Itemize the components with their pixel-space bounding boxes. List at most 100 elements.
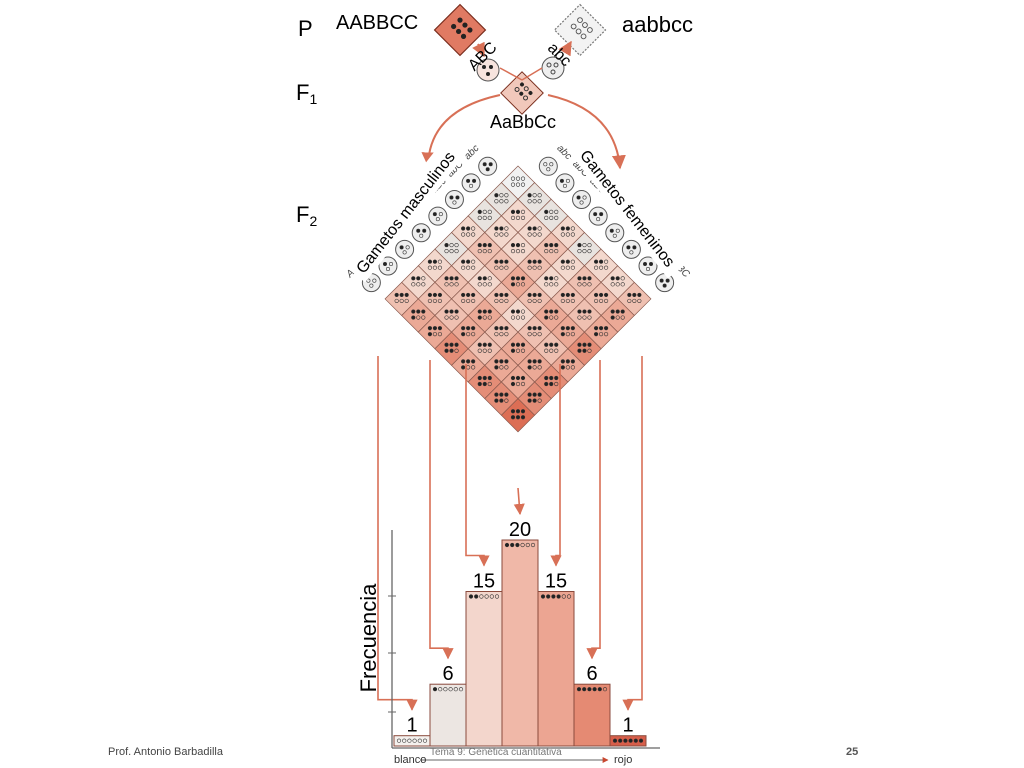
dominant-allele-dot bbox=[494, 259, 499, 264]
recessive-allele-dot bbox=[515, 176, 521, 181]
recessive-allele-dot bbox=[461, 232, 466, 237]
recessive-allele-dot bbox=[582, 315, 587, 320]
recessive-allele-dot bbox=[515, 282, 521, 287]
dominant-allele-dot bbox=[577, 348, 582, 353]
recessive-allele-dot bbox=[544, 282, 549, 287]
bar-value-label: 1 bbox=[406, 715, 417, 737]
recessive-allele-dot bbox=[454, 248, 459, 254]
recessive-allele-dot bbox=[504, 232, 509, 237]
recessive-allele-dot bbox=[570, 265, 575, 270]
dominant-allele-dot bbox=[520, 409, 526, 414]
recessive-allele-dot bbox=[537, 199, 542, 204]
dominant-allele-dot bbox=[527, 365, 532, 370]
dominant-allele-dot bbox=[466, 326, 471, 331]
dominant-allele-dot bbox=[537, 292, 542, 298]
recessive-allele-dot bbox=[449, 242, 454, 248]
recessive-allele-dot bbox=[587, 348, 592, 353]
recessive-allele-dot bbox=[554, 209, 559, 214]
recessive-allele-dot bbox=[527, 298, 532, 304]
recessive-allele-dot bbox=[565, 332, 570, 337]
bar-value-label: 15 bbox=[473, 571, 495, 593]
dominant-allele-dot bbox=[499, 326, 504, 331]
drop-arrow bbox=[586, 360, 601, 660]
dominant-allele-dot bbox=[544, 276, 549, 281]
dominant-allele-dot bbox=[544, 375, 549, 381]
dominant-allele-dot bbox=[515, 342, 521, 347]
dominant-allele-dot bbox=[461, 359, 466, 364]
dominant-allele-dot bbox=[532, 226, 537, 231]
recessive-allele-dot bbox=[504, 226, 509, 231]
recessive-allele-dot bbox=[471, 265, 476, 270]
dominant-allele-dot bbox=[444, 348, 449, 353]
dominant-allele-dot bbox=[477, 309, 482, 314]
recessive-allele-dot bbox=[466, 232, 471, 237]
recessive-allele-dot bbox=[537, 265, 542, 270]
dominant-allele-dot bbox=[520, 415, 526, 420]
histogram-axis bbox=[388, 530, 660, 763]
dominant-allele-dot bbox=[520, 375, 526, 381]
recessive-allele-dot bbox=[527, 199, 532, 204]
dominant-allele-dot bbox=[577, 309, 582, 314]
recessive-allele-dot bbox=[537, 398, 542, 403]
recessive-allele-dot bbox=[504, 298, 509, 304]
recessive-allele-dot bbox=[537, 332, 542, 337]
histogram-bar bbox=[609, 735, 647, 747]
recessive-allele-dot bbox=[532, 332, 537, 337]
recessive-allele-dot bbox=[620, 282, 625, 287]
dominant-allele-dot bbox=[487, 375, 492, 381]
dominant-allele-dot bbox=[427, 332, 433, 337]
dominant-allele-dot bbox=[494, 359, 499, 364]
dominant-allele-dot bbox=[510, 282, 516, 287]
dominant-allele-dot bbox=[444, 276, 449, 281]
dominant-allele-dot bbox=[482, 276, 487, 281]
dominant-allele-dot bbox=[494, 392, 499, 397]
dominant-allele-dot bbox=[461, 259, 466, 264]
recessive-allele-dot bbox=[532, 265, 537, 270]
dominant-allele-dot bbox=[461, 365, 466, 370]
recessive-allele-dot bbox=[520, 182, 526, 187]
dominant-allele-dot bbox=[577, 276, 582, 281]
dominant-allele-dot bbox=[421, 309, 426, 314]
recessive-allele-dot bbox=[554, 282, 559, 287]
genotype-parent-red: AABBCC bbox=[330, 10, 425, 37]
dominant-allele-dot bbox=[615, 276, 620, 281]
gamete-circle-left bbox=[411, 223, 431, 243]
recessive-allele-dot bbox=[494, 298, 499, 304]
dominant-allele-dot bbox=[432, 326, 438, 331]
recessive-allele-dot bbox=[499, 193, 504, 198]
recessive-allele-dot bbox=[471, 298, 476, 304]
dominant-allele-dot bbox=[404, 292, 409, 298]
recessive-allele-dot bbox=[510, 176, 516, 181]
histogram-bar bbox=[573, 683, 611, 747]
drop-arrow bbox=[377, 356, 418, 711]
recessive-allele-dot bbox=[499, 365, 504, 370]
recessive-allele-dot bbox=[482, 282, 487, 287]
recessive-allele-dot bbox=[504, 265, 509, 270]
dominant-allele-dot bbox=[466, 359, 471, 364]
dominant-allele-dot bbox=[427, 292, 433, 298]
dominant-allele-dot bbox=[603, 292, 609, 298]
dominant-allele-dot bbox=[510, 209, 516, 214]
recessive-allele-dot bbox=[477, 282, 482, 287]
dominant-allele-dot bbox=[437, 326, 443, 331]
gamete-circle-right bbox=[655, 273, 675, 293]
recessive-allele-dot bbox=[632, 298, 637, 304]
recessive-allele-dot bbox=[549, 248, 554, 254]
recessive-allele-dot bbox=[527, 265, 532, 270]
dominant-allele-dot bbox=[432, 259, 438, 264]
recessive-allele-dot bbox=[598, 265, 604, 270]
dominant-allele-dot bbox=[510, 348, 516, 353]
recessive-allele-dot bbox=[494, 232, 499, 237]
dominant-allele-dot bbox=[477, 342, 482, 347]
recessive-allele-dot bbox=[615, 282, 620, 287]
recessive-allele-dot bbox=[582, 242, 587, 248]
recessive-allele-dot bbox=[637, 298, 642, 304]
recessive-allele-dot bbox=[487, 381, 492, 387]
recessive-allele-dot bbox=[537, 193, 542, 198]
dominant-allele-dot bbox=[544, 309, 549, 314]
recessive-allele-dot bbox=[537, 298, 542, 304]
recessive-allele-dot bbox=[603, 298, 609, 304]
bar-value-label: 20 bbox=[509, 519, 531, 541]
recessive-allele-dot bbox=[554, 276, 559, 281]
